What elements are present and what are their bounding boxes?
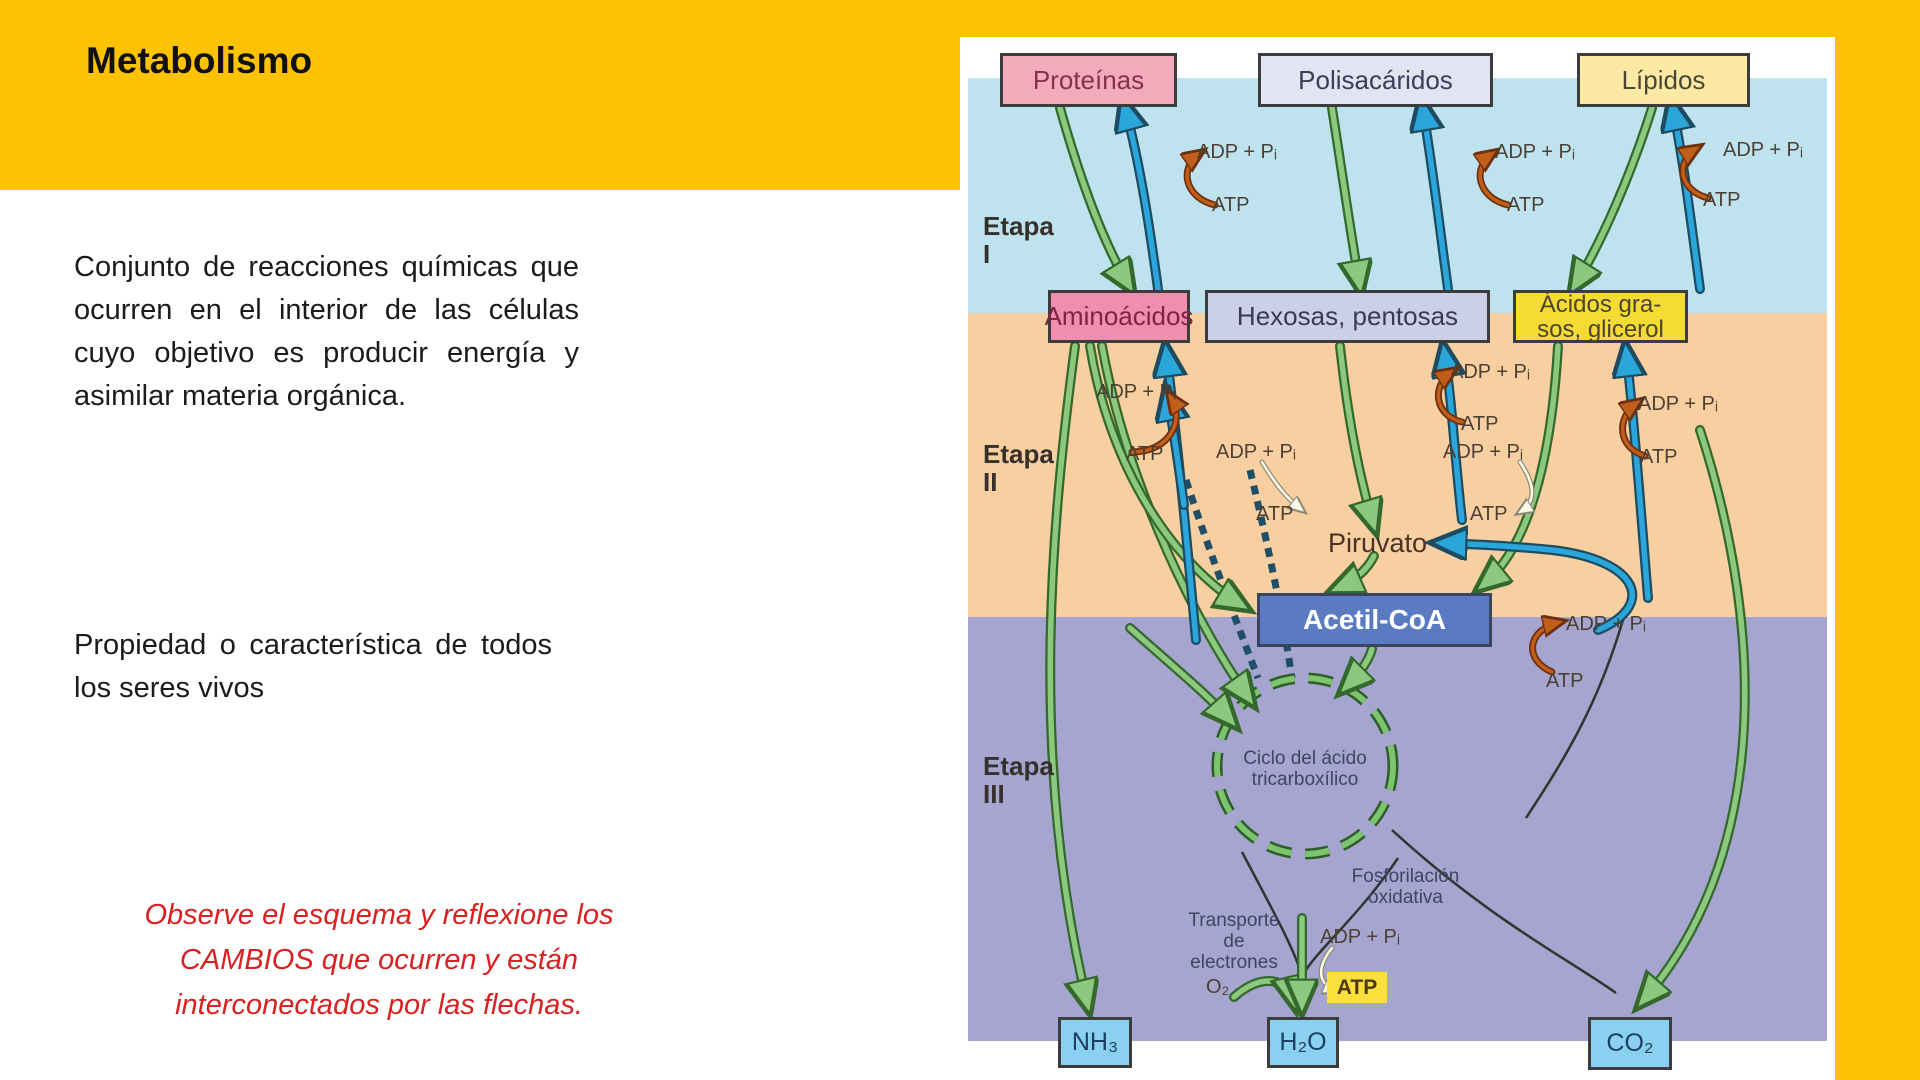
stage3-band (968, 617, 1827, 1041)
stage2-label: Etapa II (983, 439, 1054, 497)
adp-pi-label: ADP + Pᵢ (1443, 441, 1524, 463)
adp-pi-label: ADP + Pᵢ (1096, 381, 1177, 403)
box-proteinas: Proteínas (1000, 53, 1177, 107)
adp-pi-label: ADP + Pᵢ (1495, 141, 1576, 163)
atp-label: ATP (1470, 503, 1508, 525)
page-title: Metabolismo (86, 40, 313, 81)
box-aminoacidos: Aminoácidos (1045, 290, 1193, 343)
atp-label: ATP (1212, 194, 1250, 216)
box-acetil-coa: Acetil-CoA (1257, 593, 1492, 647)
box-nh3: NH₃ (1058, 1017, 1132, 1068)
box-h2o: H₂O (1267, 1017, 1339, 1068)
note-text: Observe el esquema y reflexione los CAMB… (144, 899, 614, 1021)
stage3-label: Etapa III (983, 751, 1054, 809)
right-gold-bar (1835, 0, 1920, 1080)
box-lipidos: Lípidos (1577, 53, 1750, 107)
fosforilacion-label: Fosforilación oxidativa (1351, 866, 1460, 908)
stage1-label: Etapa I (983, 211, 1054, 269)
atp-label: ATP (1461, 413, 1499, 435)
box-acidos-grasos: Ácidos gra- sos, glicerol (1513, 290, 1688, 343)
adp-pi-label: ADP + Pᵢ (1216, 441, 1297, 463)
tca-cycle-label: Ciclo del ácido tricarboxílico (1243, 748, 1367, 790)
atp-label: ATP (1256, 503, 1294, 525)
adp-pi-label: ADP + Pᵢ (1197, 141, 1278, 163)
property-paragraph: Propiedad o característica de todos los … (74, 629, 552, 704)
o2-label: O₂ (1206, 976, 1230, 998)
thin-connector-lines (1240, 601, 1630, 995)
atp-label: ATP (1703, 189, 1741, 211)
box-hexosas-pentosas: Hexosas, pentosas (1205, 290, 1490, 343)
atp-label: ATP (1546, 670, 1584, 692)
atp-label: ATP (1126, 443, 1164, 465)
adp-pi-label: ADP + Pᵢ (1723, 139, 1804, 161)
box-polisacaridos: Polisacáridos (1258, 53, 1493, 107)
adp-pi-label: ADP + Pᵢ (1320, 926, 1401, 948)
adp-pi-label: ADP + Pᵢ (1566, 613, 1647, 635)
atp-label: ATP (1640, 446, 1678, 468)
transporte-label: Transporte de electrones (1188, 910, 1280, 973)
title-gold-block (0, 0, 960, 190)
adp-pi-label: ADP + Pᵢ (1450, 361, 1531, 383)
box-co2: CO₂ (1588, 1017, 1672, 1070)
stage2-band (968, 313, 1827, 617)
tca-cycle-ring (1211, 672, 1399, 860)
atp-label: ATP (1507, 194, 1545, 216)
atp-highlight: ATP (1327, 972, 1387, 1003)
piruvato-label: Piruvato (1328, 528, 1428, 558)
adp-pi-label: ADP + Pᵢ (1638, 393, 1719, 415)
definition-paragraph: Conjunto de reacciones químicas que ocur… (74, 251, 579, 412)
